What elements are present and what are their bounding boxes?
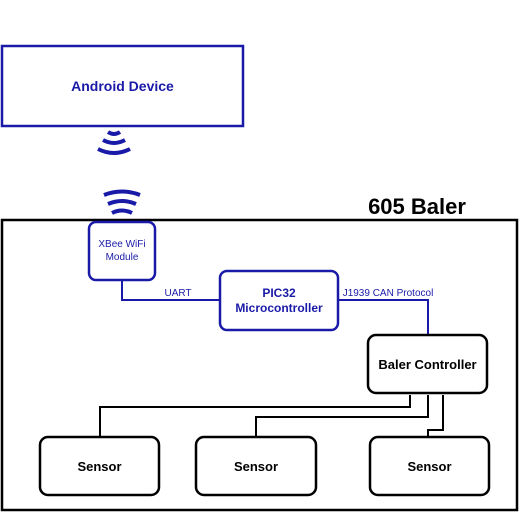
xbee-module-label: XBee WiFi Module (98, 239, 146, 263)
sensor-label-1: Sensor (77, 458, 122, 474)
sensor-box-3 (368, 435, 491, 497)
pic32-box (218, 269, 340, 332)
sensor-box-1 (38, 435, 161, 497)
diagram-title: 605 Baler (368, 194, 466, 219)
baler-enclosure (0, 218, 519, 512)
wifi-signal-down-icon (97, 130, 131, 155)
sensor-wiring (99, 395, 444, 437)
xbee-module-box (87, 220, 157, 282)
sensor-label-3: Sensor (407, 458, 452, 474)
can-protocol-label: J1939 CAN Protocol (342, 287, 434, 299)
pic32-label: PIC32 Microcontroller (235, 285, 323, 315)
uart-label: UART (164, 287, 192, 299)
android-device-box (0, 44, 245, 128)
baler-controller-box (366, 333, 489, 395)
sensor-label-2: Sensor (233, 458, 279, 474)
can-connection (338, 299, 429, 335)
wifi-signal-up-icon (103, 189, 141, 215)
baler-controller-label: Baler Controller (378, 356, 477, 372)
sensor-box-2 (194, 435, 318, 497)
uart-connection (121, 280, 220, 301)
android-device-label: Android Device (71, 78, 174, 94)
